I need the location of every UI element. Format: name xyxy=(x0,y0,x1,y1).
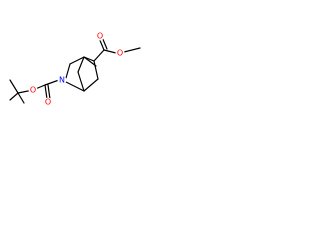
bond-carbonyl-double-a xyxy=(44,84,48,100)
bond-bridgehead-top-to-ch-ester xyxy=(83,56,95,62)
bond-bridge-top-1 xyxy=(77,56,85,73)
atom-label-n: N xyxy=(59,76,65,85)
bond-bridgehead-top-to-ch2 xyxy=(83,56,97,67)
oxygen-atom-ester-single: O xyxy=(115,48,125,58)
bond-carbonyl-double-b xyxy=(47,84,51,100)
label-background xyxy=(57,75,67,85)
bond-carbonyl-to-nitrogen xyxy=(44,79,60,86)
label-background xyxy=(28,85,38,95)
bond-n-to-ch2 xyxy=(65,63,71,79)
oxygen-atom-boc-carbonyl: O xyxy=(43,97,53,107)
bond-bridgehead-bottom-to-ch2 xyxy=(83,78,99,92)
atom-label-o: O xyxy=(45,98,51,107)
bond-ester-carbon-to-oxygen xyxy=(103,49,117,54)
bond-oxygen-to-methyl xyxy=(123,47,141,53)
bond-n-to-bridgehead-bottom xyxy=(65,81,85,92)
bond-tbu-methyl-2 xyxy=(9,92,19,101)
atom-label-o: O xyxy=(97,32,103,41)
bond-layer xyxy=(9,36,141,104)
label-background xyxy=(43,97,53,107)
label-background xyxy=(115,48,125,58)
bond-ring-to-ester-carbon xyxy=(93,49,105,62)
bond-tbu-methyl-3 xyxy=(17,92,25,104)
chemical-structure-diagram: O O O O N xyxy=(9,31,141,107)
nitrogen-atom-ring: N xyxy=(57,75,67,85)
oxygen-atom-boc-single: O xyxy=(28,85,38,95)
oxygen-atom-ester-carbonyl: O xyxy=(95,31,105,41)
bond-ch2-to-bridgehead-top xyxy=(69,56,85,65)
atom-layer: O O O O N xyxy=(28,31,125,107)
bond-tbu-methyl-1 xyxy=(9,79,19,94)
bond-ch2-to-ch-ester xyxy=(93,60,99,80)
bond-bridge-top-2 xyxy=(77,71,85,92)
atom-label-o: O xyxy=(117,49,123,58)
atom-label-o: O xyxy=(30,86,36,95)
label-background xyxy=(95,31,105,41)
